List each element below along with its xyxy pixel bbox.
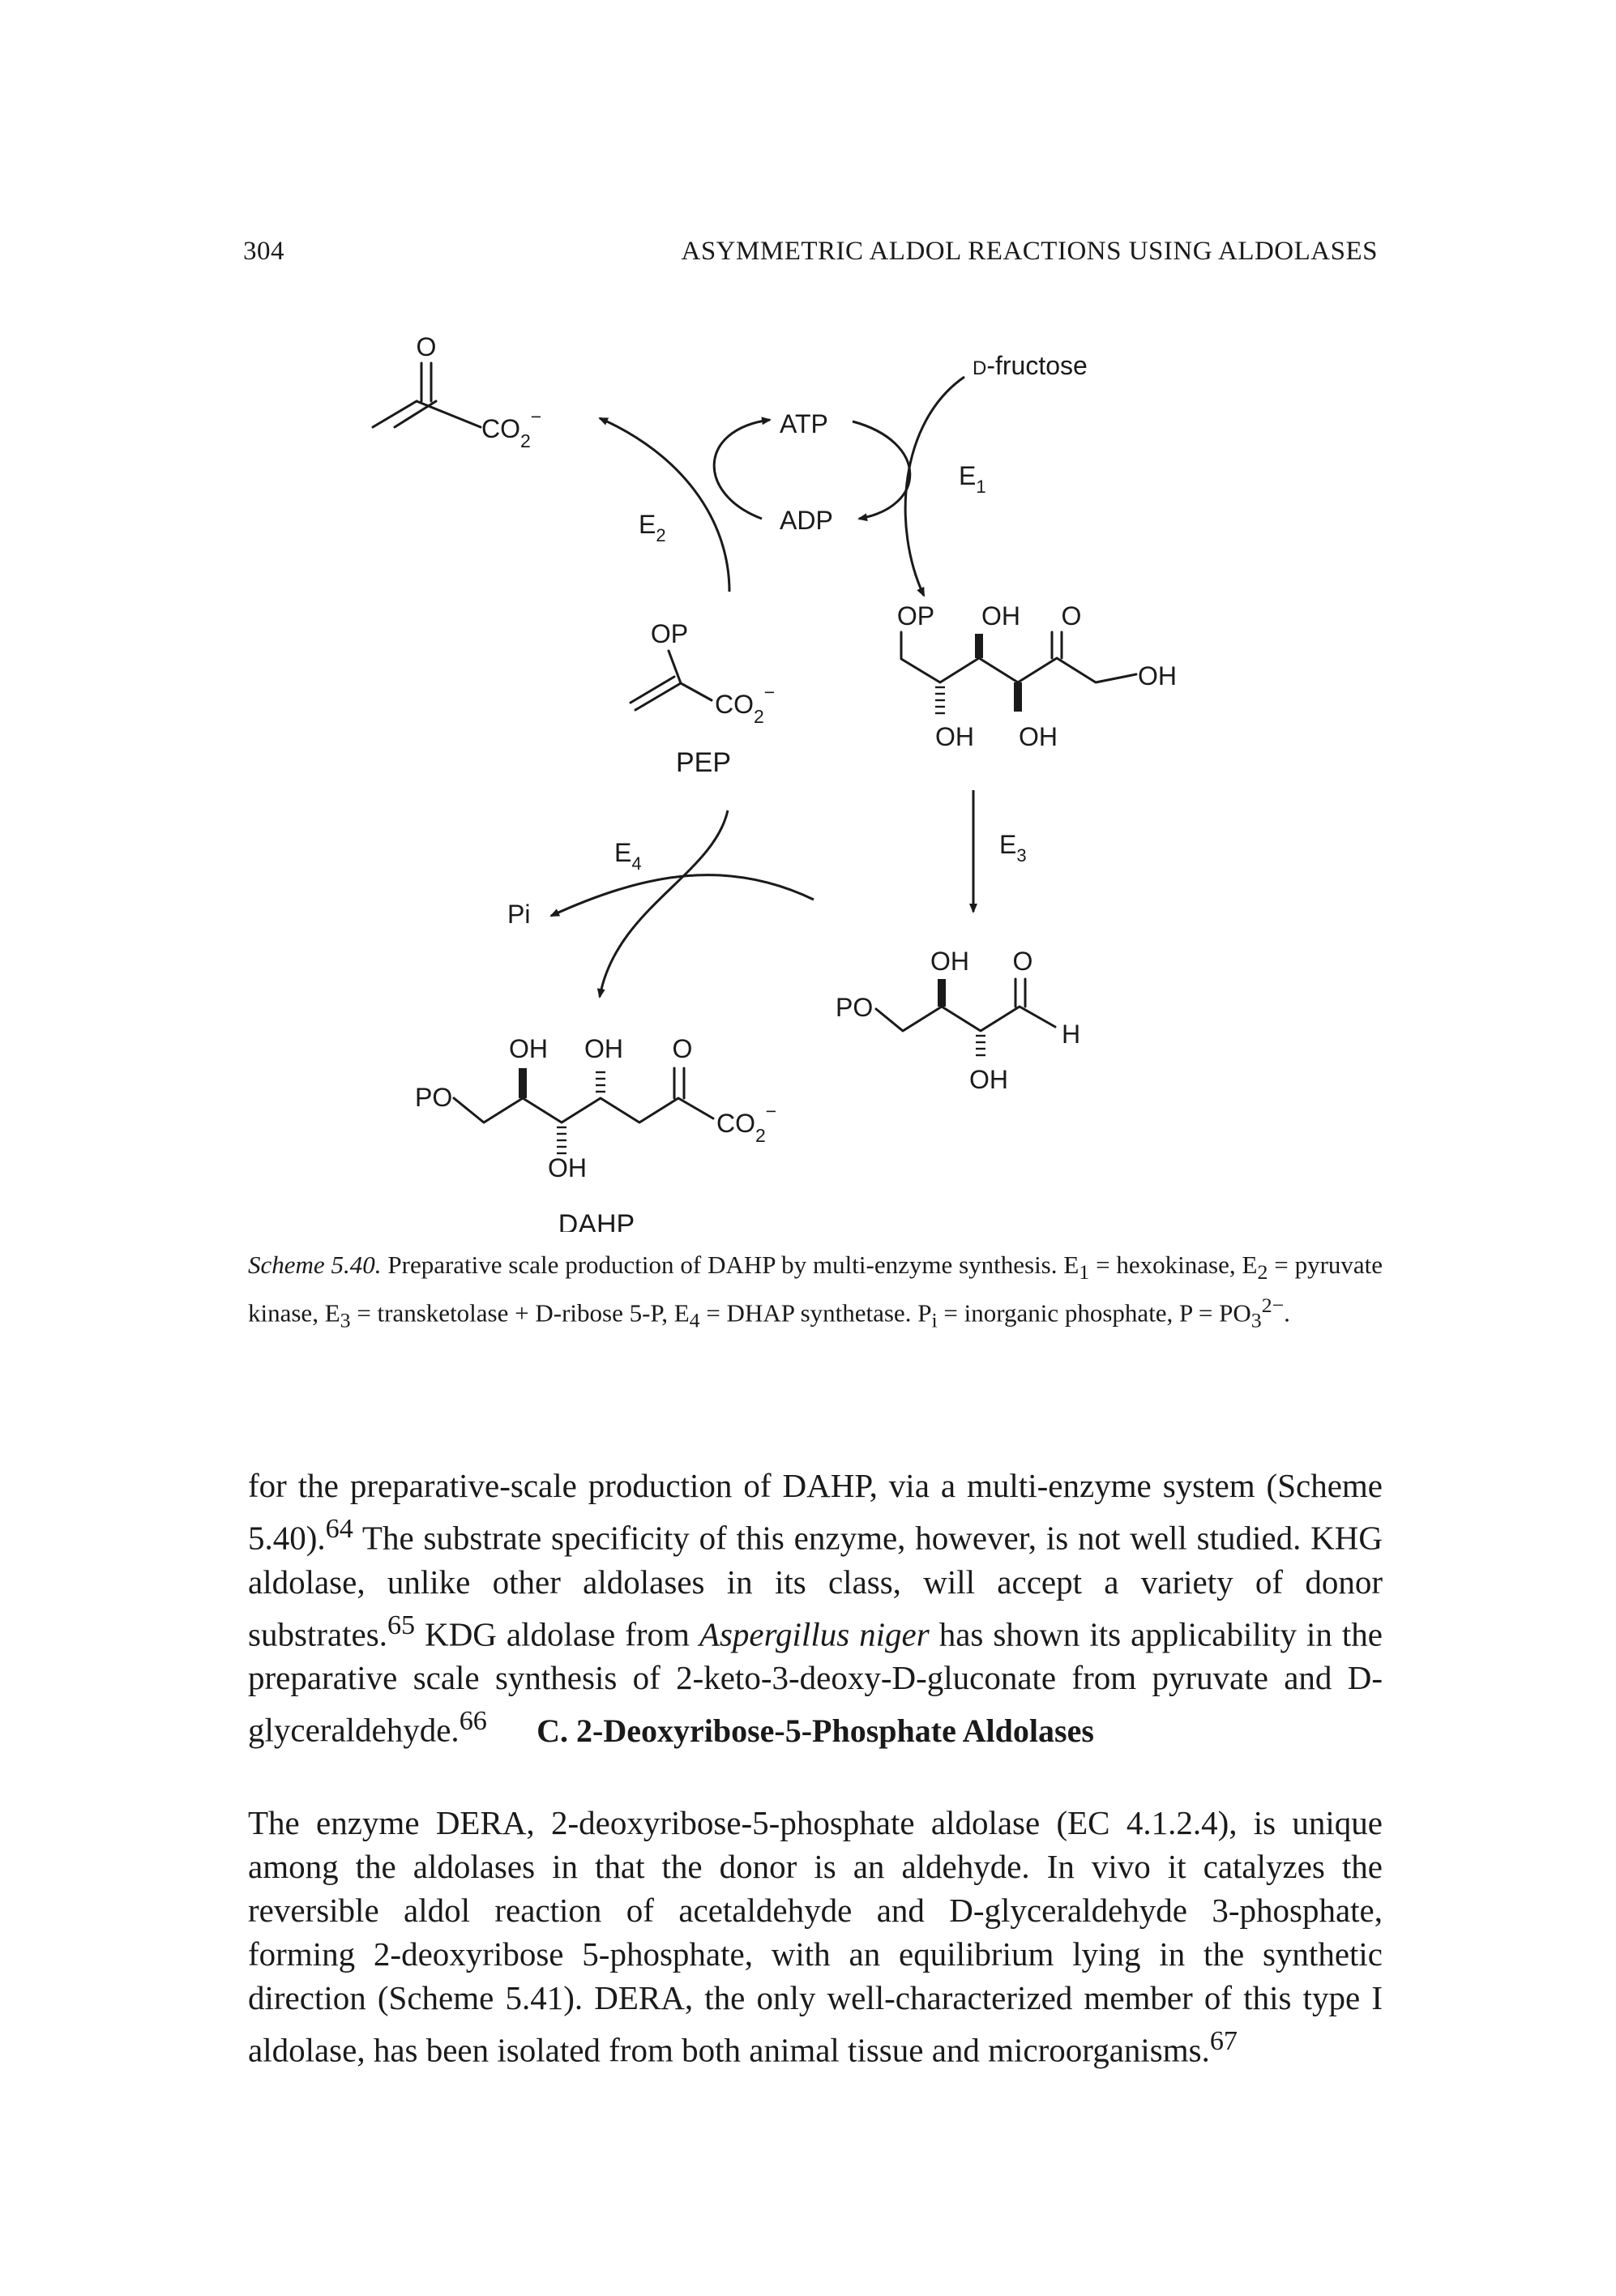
svg-text:PO: PO xyxy=(415,1083,452,1112)
svg-text:OH: OH xyxy=(584,1034,623,1063)
pi-label: Pi xyxy=(507,900,530,929)
pep-op: OP xyxy=(651,619,688,648)
svg-text:OH: OH xyxy=(548,1153,587,1182)
atp-label: ATP xyxy=(780,409,828,438)
paragraph-dahp: for the preparative-scale production of … xyxy=(248,1467,1383,1749)
pep-name: PEP xyxy=(676,747,731,778)
reference-67: 67 xyxy=(1209,2026,1238,2056)
reaction-scheme: O CO2− D-fructose ATP ADP E1 E2 OP xyxy=(371,332,1177,1232)
running-title: ASYMMETRIC ALDOL REACTIONS USING ALDOLAS… xyxy=(681,237,1378,266)
paragraph-dera: The enzyme DERA, 2-deoxyribose-5-phospha… xyxy=(248,1804,1383,2069)
svg-text:OP: OP xyxy=(897,601,934,631)
svg-text:OH: OH xyxy=(935,722,974,751)
e2-main-arrow xyxy=(598,417,731,592)
svg-text:OH: OH xyxy=(1019,722,1058,751)
svg-text:OH: OH xyxy=(969,1065,1008,1094)
e4-main-arrow xyxy=(596,810,729,998)
reference-65: 65 xyxy=(387,1610,416,1640)
scheme-caption: Scheme 5.40. Preparative scale productio… xyxy=(248,1251,1383,1332)
svg-text:PO: PO xyxy=(836,993,873,1022)
enzyme-e2-label: E2 xyxy=(639,510,666,545)
reference-64: 64 xyxy=(325,1514,353,1544)
pyruvate-structure: O CO2− xyxy=(371,332,541,451)
reference-66: 66 xyxy=(459,1706,487,1737)
dahp-name: DAHP xyxy=(558,1209,635,1232)
running-head: 304 ASYMMETRIC ALDOL REACTIONS USING ALD… xyxy=(243,237,1378,277)
svg-text:OH: OH xyxy=(930,947,969,976)
e1-main-arrow xyxy=(904,375,965,597)
pep-carboxylate: CO2− xyxy=(715,682,775,727)
enzyme-e1-label: E1 xyxy=(959,461,986,497)
species-name: Aspergillus niger xyxy=(699,1615,930,1653)
erythrose-4-phosphate-structure: OH O PO H OH xyxy=(836,947,1080,1094)
dahp-carboxylate: CO2− xyxy=(716,1101,776,1146)
enzyme-e3-label: E3 xyxy=(999,830,1027,866)
svg-text:O: O xyxy=(673,1034,693,1063)
svg-text:O: O xyxy=(1013,947,1033,976)
enzyme-e4-label: E4 xyxy=(614,838,642,874)
section-heading: C. 2-Deoxyribose-5-Phosphate Aldolases xyxy=(537,1712,1094,1749)
svg-text:H: H xyxy=(1062,1020,1080,1049)
caption-label: Scheme 5.40. xyxy=(248,1251,382,1279)
pi-arrow xyxy=(549,874,814,917)
adp-arrow xyxy=(852,420,912,522)
svg-text:OH: OH xyxy=(509,1034,548,1063)
adp-label: ADP xyxy=(780,506,833,535)
pyruvate-carbonyl-o: O xyxy=(417,332,437,361)
page-number: 304 xyxy=(243,237,284,266)
fructose-label: D-fructose xyxy=(973,351,1088,380)
svg-text:O: O xyxy=(1062,601,1082,631)
svg-text:OH: OH xyxy=(1138,661,1177,691)
dahp-structure: OH OH O PO CO2− OH DAHP xyxy=(415,1034,776,1232)
fructose-6-phosphate-structure: OP OH O OH OH OH xyxy=(897,601,1177,751)
atp-arrow xyxy=(712,417,772,520)
pep-structure: OP CO2− PEP xyxy=(629,619,775,778)
svg-text:OH: OH xyxy=(981,601,1020,631)
pyruvate-carboxylate: CO2− xyxy=(481,406,541,451)
